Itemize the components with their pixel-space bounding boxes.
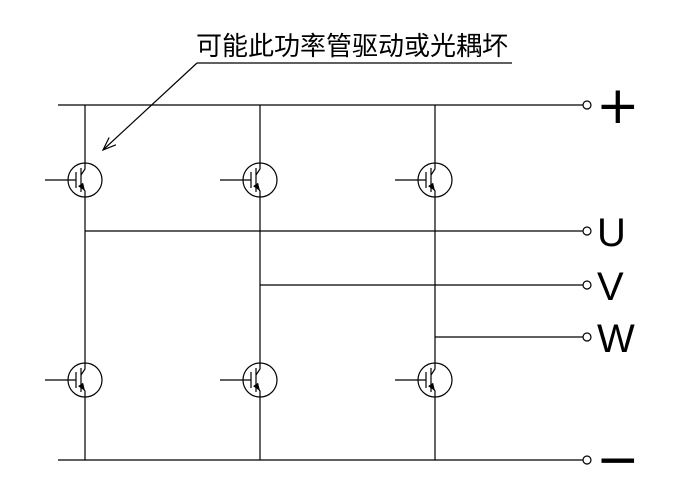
igbt-high-u-icon bbox=[44, 162, 103, 198]
igbt-high-v-icon bbox=[219, 162, 278, 198]
terminal-phase-u bbox=[582, 226, 592, 236]
terminal-dc-positive bbox=[582, 100, 592, 110]
label-phase-v: V bbox=[597, 265, 624, 309]
label-dc-positive: + bbox=[596, 76, 640, 136]
label-dc-negative: − bbox=[596, 430, 640, 490]
igbt-low-v-icon bbox=[219, 362, 278, 398]
terminal-phase-w bbox=[582, 332, 592, 342]
igbt-low-w-icon bbox=[394, 362, 453, 398]
label-phase-u: U bbox=[597, 211, 626, 255]
igbt-high-w-icon bbox=[394, 162, 453, 198]
annotation-text: 可能此功率管驱动或光耦坏 bbox=[196, 32, 508, 61]
terminal-phase-v bbox=[582, 280, 592, 290]
label-phase-w: W bbox=[597, 317, 635, 361]
igbt-low-u-icon bbox=[44, 362, 103, 398]
annotation-arrow bbox=[101, 62, 198, 152]
terminal-dc-negative bbox=[582, 455, 592, 465]
